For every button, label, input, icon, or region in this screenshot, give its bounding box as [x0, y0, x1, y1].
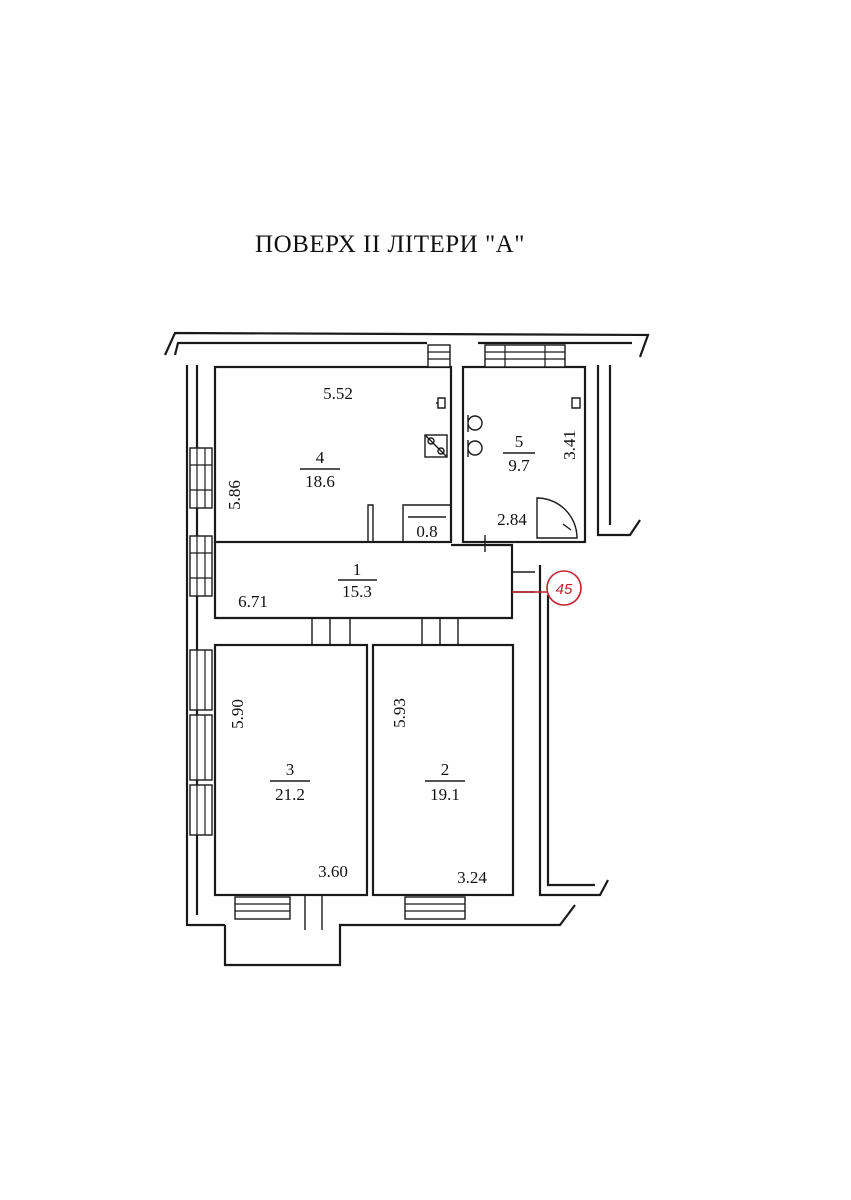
dim-r3-width: 3.60 — [318, 862, 348, 881]
stamp-circle-icon — [546, 570, 582, 606]
windows-top — [427, 344, 566, 368]
outer-walls — [163, 331, 650, 967]
room-2 — [371, 643, 515, 897]
room-4-area: 18.6 — [305, 472, 335, 491]
dim-r3-height: 5.90 — [228, 699, 247, 729]
stamp: 45 — [512, 570, 582, 606]
sink-icon — [436, 397, 446, 409]
dim-r1-width: 6.71 — [238, 592, 268, 611]
room-5-number: 5 — [515, 432, 524, 451]
room-2-number: 2 — [441, 760, 450, 779]
room-1-number: 1 — [353, 560, 362, 579]
dim-r5-height: 3.41 — [560, 430, 579, 460]
stamp-number: 45 — [556, 581, 573, 598]
closet — [367, 504, 451, 542]
room-5-area: 9.7 — [508, 456, 530, 475]
room-1 — [213, 541, 514, 620]
stove-icon — [424, 434, 448, 458]
fixtures — [424, 397, 581, 458]
dim-r2-height: 5.93 — [390, 698, 409, 728]
toilet-icon — [467, 415, 483, 432]
washbasin-icon — [571, 397, 581, 409]
windows-bottom — [234, 896, 466, 920]
dimension-labels: 5.52 5.86 3.41 2.84 0.8 6.71 5.90 3.60 5… — [225, 384, 579, 887]
dim-r2-width: 3.24 — [457, 868, 487, 887]
bidet-icon — [467, 440, 483, 457]
windows-left — [189, 447, 213, 836]
plan-title: ПОВЕРХ II ЛІТЕРИ "А" — [255, 231, 525, 258]
room-3 — [213, 643, 369, 897]
room-4 — [213, 365, 453, 544]
dim-closet: 0.8 — [416, 522, 437, 541]
doors — [304, 535, 535, 930]
dim-r5-width: 2.84 — [497, 510, 527, 529]
dim-r4-height: 5.86 — [225, 480, 244, 510]
room-1-area: 15.3 — [342, 582, 372, 601]
room-labels: 4 18.6 5 9.7 1 15.3 3 21.2 2 19.1 — [270, 432, 535, 804]
dim-r4-width: 5.52 — [323, 384, 353, 403]
room-2-area: 19.1 — [430, 785, 460, 804]
room-3-area: 21.2 — [275, 785, 305, 804]
room-3-number: 3 — [286, 760, 295, 779]
room-4-number: 4 — [316, 448, 325, 467]
